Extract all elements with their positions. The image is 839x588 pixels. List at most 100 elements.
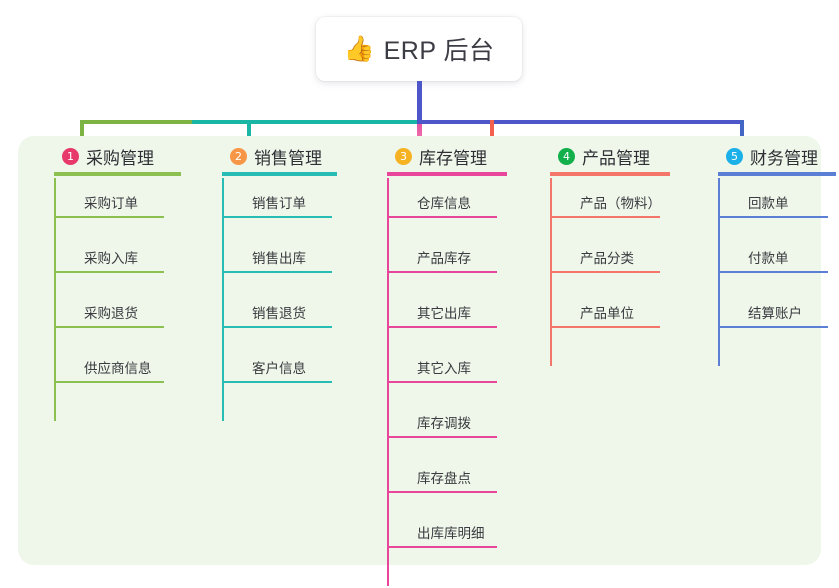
root-node-title: ERP 后台: [383, 37, 495, 65]
branch-item[interactable]: 库存调拨: [387, 400, 512, 438]
branch-item-label: 产品单位: [580, 306, 634, 321]
connector-bar-teal-right: [250, 120, 417, 124]
branch-item[interactable]: 产品库存: [387, 235, 512, 273]
branch-item-rule: [550, 271, 660, 273]
branch-title: 财务管理: [750, 148, 818, 168]
branch-column-3: 3 库存管理仓库信息产品库存其它出库其它入库库存调拨库存盘点出库库明细: [373, 136, 507, 586]
branch-item-rule: [222, 381, 332, 383]
branch-title: 库存管理: [419, 148, 487, 168]
branch-column-1: 1 采购管理采购订单采购入库采购退货供应商信息: [40, 136, 181, 421]
branch-item-rule: [222, 271, 332, 273]
branch-item[interactable]: 采购订单: [54, 180, 179, 218]
connector-bar-green: [80, 120, 192, 124]
branch-item[interactable]: 出库库明细: [387, 510, 512, 548]
branch-item-label: 产品分类: [580, 251, 634, 266]
branch-item-label: 采购入库: [84, 251, 138, 266]
branch-item-rule: [387, 436, 497, 438]
branch-header-rule: [54, 172, 181, 176]
branch-item-label: 出库库明细: [417, 526, 485, 541]
branch-item-label: 其它出库: [417, 306, 471, 321]
branch-column-4: 4 产品管理产品（物料） 产品分类产品单位: [536, 136, 670, 366]
branch-item-label: 客户信息: [252, 361, 306, 376]
branch-item[interactable]: 销售订单: [222, 180, 347, 218]
connector-bar-purple-right: [492, 120, 743, 124]
branch-number-badge: 3: [395, 147, 412, 165]
connector-bar-teal-left: [192, 120, 250, 124]
branch-item[interactable]: 结算账户: [718, 290, 839, 328]
branch-item-label: 采购退货: [84, 306, 138, 321]
branch-item[interactable]: 仓库信息: [387, 180, 512, 218]
branch-spine: [222, 178, 224, 421]
branch-item-label: 库存调拨: [417, 416, 471, 431]
branch-header-4[interactable]: 4 产品管理: [536, 136, 670, 176]
branch-item[interactable]: 客户信息: [222, 345, 347, 383]
branch-item[interactable]: 产品（物料）: [550, 180, 675, 218]
branch-header-5[interactable]: 5 财务管理: [704, 136, 836, 176]
root-node-card[interactable]: 👍 ERP 后台: [316, 17, 522, 81]
branch-item-label: 销售订单: [252, 196, 306, 211]
branch-item[interactable]: 采购入库: [54, 235, 179, 273]
branch-item-label: 付款单: [748, 251, 789, 266]
branch-item-rule: [718, 326, 828, 328]
branch-item[interactable]: 产品分类: [550, 235, 675, 273]
connector-drop-col2: [247, 120, 251, 146]
branch-header-rule: [718, 172, 836, 176]
connector-bar-purple-left: [417, 120, 492, 124]
connector-drop-col5: [740, 120, 744, 146]
connector-drop-col4: [490, 120, 494, 146]
branch-item-label: 销售出库: [252, 251, 306, 266]
connector-title-stem: [417, 81, 422, 123]
branch-header-rule: [387, 172, 507, 176]
branch-title: 产品管理: [582, 148, 650, 168]
branches-panel: 1 采购管理采购订单采购入库采购退货供应商信息 2 销售管理销售订单销售出库销售退货客…: [18, 136, 836, 586]
branch-item-label: 产品（物料）: [580, 196, 661, 211]
branch-header-3[interactable]: 3 库存管理: [373, 136, 507, 176]
branch-item-rule: [387, 491, 497, 493]
branch-item-label: 回款单: [748, 196, 789, 211]
branch-item-rule: [387, 216, 497, 218]
branch-item-label: 库存盘点: [417, 471, 471, 486]
branch-item[interactable]: 回款单: [718, 180, 839, 218]
branch-item-rule: [387, 381, 497, 383]
branch-item-rule: [387, 546, 497, 548]
branch-title: 销售管理: [254, 148, 322, 168]
branch-item[interactable]: 采购退货: [54, 290, 179, 328]
branch-item[interactable]: 销售退货: [222, 290, 347, 328]
branch-item-rule: [387, 271, 497, 273]
branch-item[interactable]: 供应商信息: [54, 345, 179, 383]
branch-item[interactable]: 其它出库: [387, 290, 512, 328]
branch-item-rule: [718, 271, 828, 273]
branch-item-label: 仓库信息: [417, 196, 471, 211]
connector-title-stem-lower: [417, 122, 422, 144]
branch-item-label: 产品库存: [417, 251, 471, 266]
branch-item-rule: [54, 326, 164, 328]
branch-item-rule: [718, 216, 828, 218]
branch-header-2[interactable]: 2 销售管理: [208, 136, 337, 176]
branch-item-label: 结算账户: [748, 306, 802, 321]
branch-item-rule: [387, 326, 497, 328]
branch-item-rule: [550, 326, 660, 328]
branch-item[interactable]: 销售出库: [222, 235, 347, 273]
branch-header-rule: [222, 172, 337, 176]
branch-item-label: 其它入库: [417, 361, 471, 376]
branch-number-badge: 4: [558, 147, 575, 165]
branch-item[interactable]: 其它入库: [387, 345, 512, 383]
branch-item-rule: [222, 216, 332, 218]
branch-item-rule: [54, 381, 164, 383]
branch-number-badge: 1: [62, 147, 79, 165]
branch-item-rule: [54, 271, 164, 273]
branch-column-2: 2 销售管理销售订单销售出库销售退货客户信息: [208, 136, 337, 421]
branch-item[interactable]: 产品单位: [550, 290, 675, 328]
branch-item-label: 采购订单: [84, 196, 138, 211]
branch-item[interactable]: 库存盘点: [387, 455, 512, 493]
branch-item[interactable]: 付款单: [718, 235, 839, 273]
branch-item-rule: [222, 326, 332, 328]
branch-title: 采购管理: [86, 148, 154, 168]
branch-item-rule: [54, 216, 164, 218]
branch-header-1[interactable]: 1 采购管理: [40, 136, 181, 176]
connector-drop-col1: [80, 120, 84, 146]
branch-item-label: 销售退货: [252, 306, 306, 321]
branch-number-badge: 5: [726, 147, 743, 165]
branch-number-badge: 2: [230, 147, 247, 165]
